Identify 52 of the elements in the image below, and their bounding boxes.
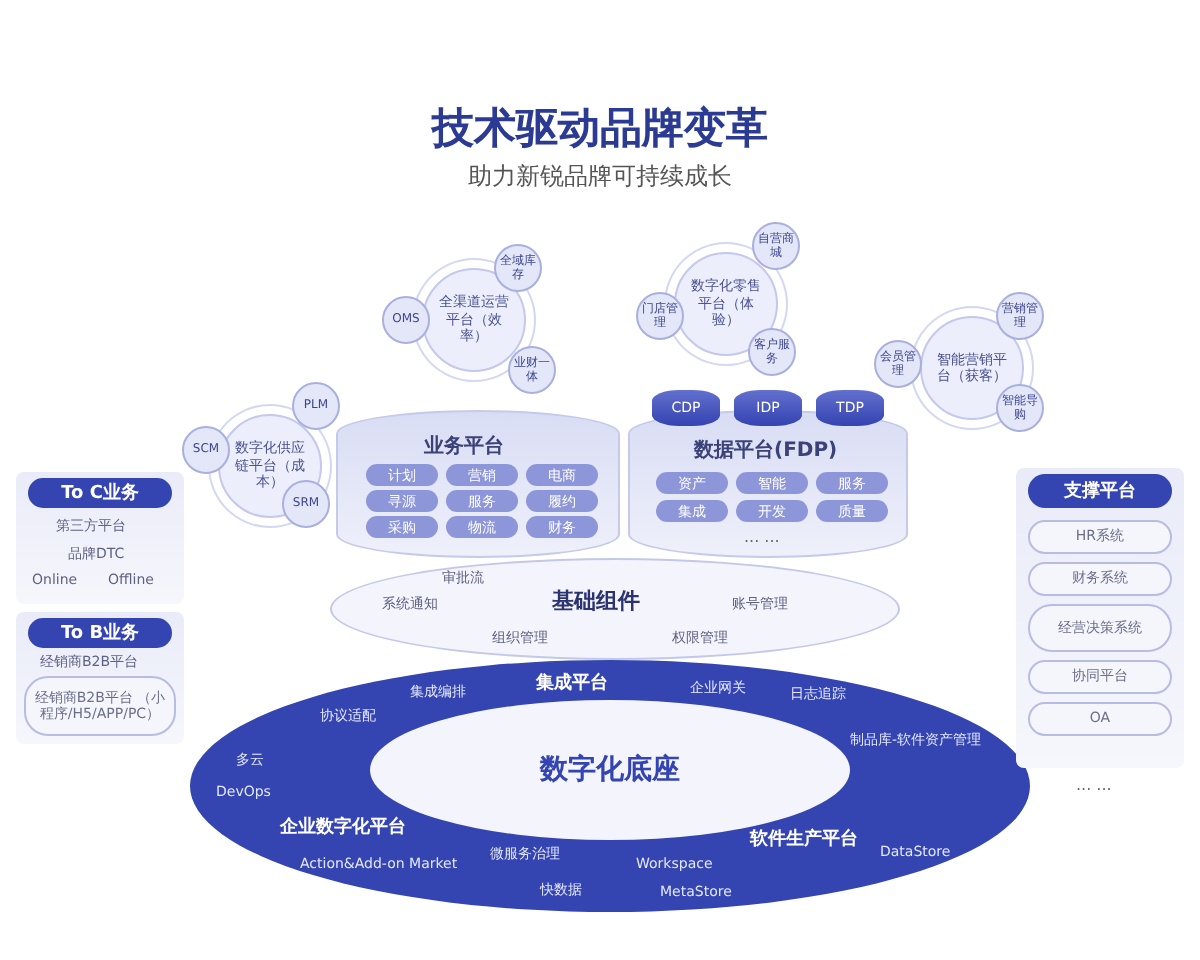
- foundation-title: 数字化底座: [540, 752, 680, 788]
- section-header: To B业务: [28, 618, 172, 648]
- platform-name: 软件生产平台: [750, 826, 858, 852]
- system-pill: [1028, 604, 1172, 652]
- module-bubble: [282, 480, 330, 528]
- module-chip: [526, 490, 598, 512]
- platform-name: 集成平台: [536, 670, 608, 696]
- system-pill: [1028, 520, 1172, 554]
- section-header: 支撑平台: [1028, 474, 1172, 508]
- module-chip: [366, 464, 438, 486]
- module-bubble: [996, 384, 1044, 432]
- module-chip: [816, 500, 888, 522]
- module-bubble: [748, 328, 796, 376]
- module-bubble: [874, 340, 922, 388]
- system-pill: [24, 676, 176, 736]
- module-bubble: [996, 292, 1044, 340]
- diagram-title: 技术驱动品牌变革: [429, 102, 770, 156]
- platform-cylinder: [336, 410, 620, 558]
- section-header: To C业务: [28, 478, 172, 508]
- system-pill: [1028, 562, 1172, 596]
- module-bubble: [636, 292, 684, 340]
- module-chip: [816, 472, 888, 494]
- module-chip: [736, 472, 808, 494]
- module-chip: [366, 516, 438, 538]
- module-bubble: [292, 382, 340, 430]
- module-chip: [656, 472, 728, 494]
- module-bubble: [494, 244, 542, 292]
- module-chip: [446, 490, 518, 512]
- module-bubble: [508, 346, 556, 394]
- side-panel: [16, 472, 184, 604]
- module-bubble: [182, 426, 230, 474]
- subtitle: 助力新锐品牌可持续成长: [466, 160, 734, 194]
- module-chip: [446, 516, 518, 538]
- module-chip: [446, 464, 518, 486]
- ellipsis-text: ... ...: [1076, 776, 1112, 794]
- side-panel: [16, 612, 184, 744]
- module-chip: [526, 464, 598, 486]
- ellipsis-text: ... ...: [744, 528, 780, 546]
- module-chip: [736, 500, 808, 522]
- module-bubble: [752, 222, 800, 270]
- platform-cylinder: [628, 410, 908, 558]
- platform-title: 数据平台(FDP): [694, 437, 838, 464]
- platform-name: 企业数字化平台: [280, 814, 406, 840]
- module-chip: [366, 490, 438, 512]
- system-pill: [1028, 660, 1172, 694]
- system-pill: [1028, 702, 1172, 736]
- module-chip: [526, 516, 598, 538]
- platform-title: 业务平台: [424, 433, 504, 460]
- side-panel: [1016, 468, 1184, 768]
- module-bubble: [382, 296, 430, 344]
- base-title: 基础组件: [552, 586, 640, 616]
- module-chip: [656, 500, 728, 522]
